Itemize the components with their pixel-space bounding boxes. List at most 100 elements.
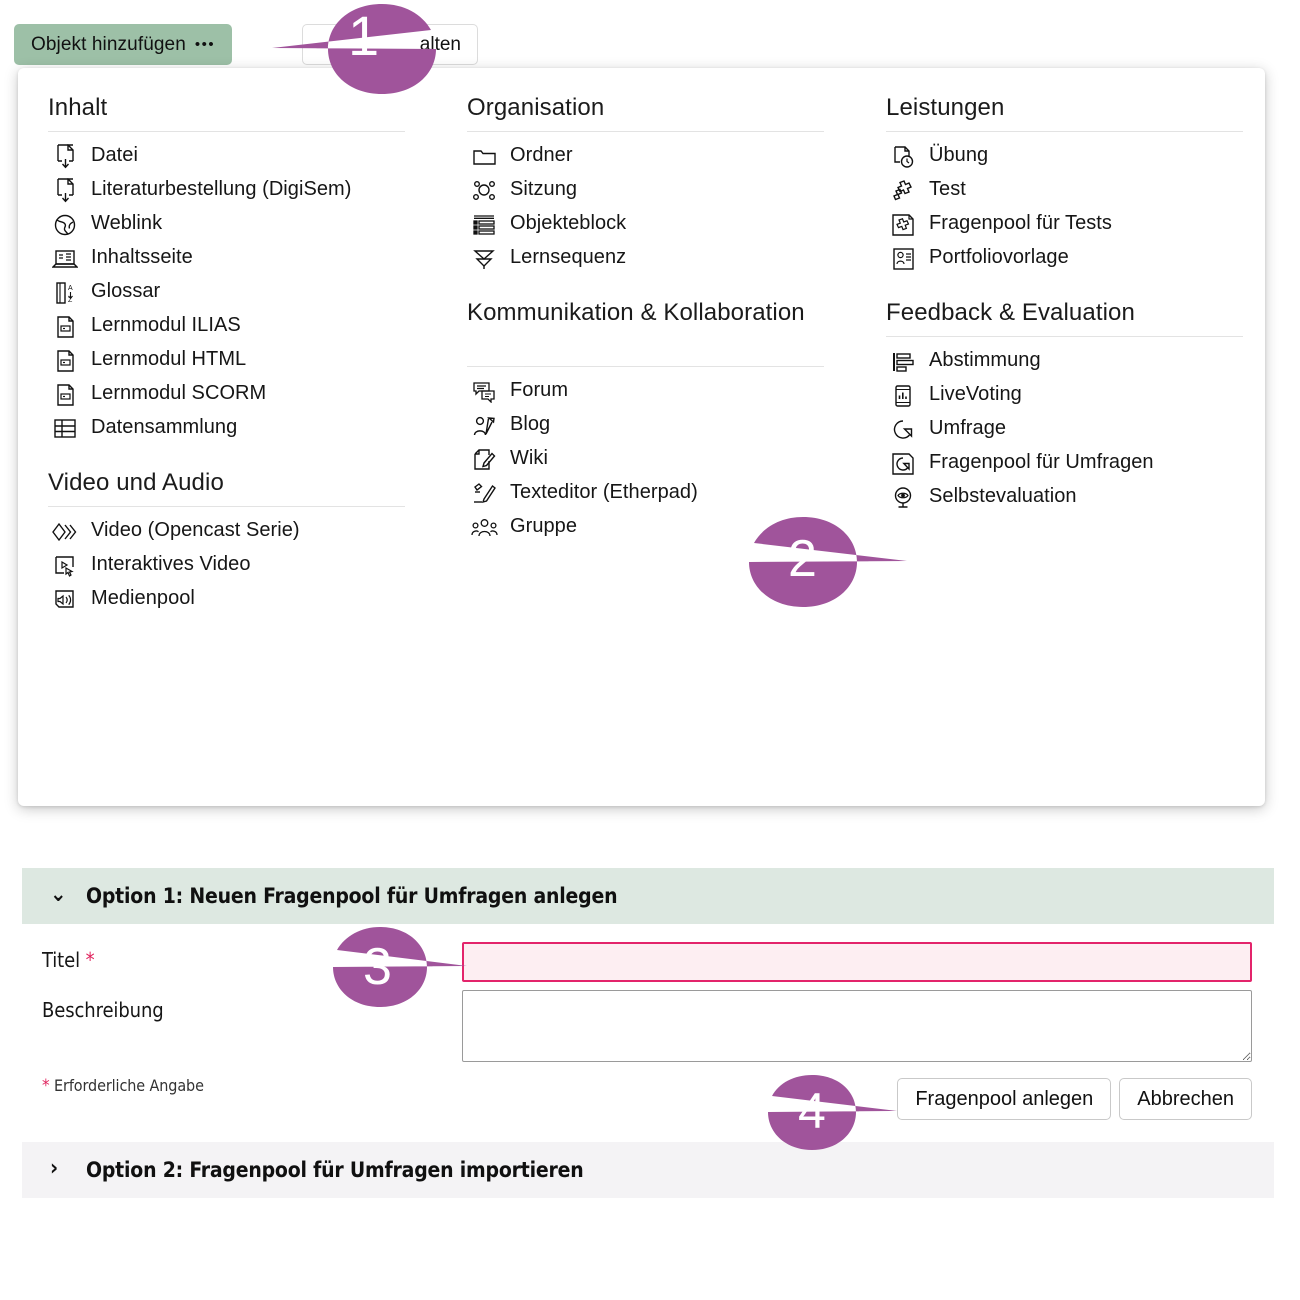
group-items-inhalt: Datei Literaturbestellun (48, 142, 405, 443)
menu-item-label: Datei (91, 143, 138, 166)
add-object-dropdown-panel: Inhalt Datei (18, 68, 1265, 806)
menu-item-label: Lernmodul SCORM (91, 381, 267, 404)
menu-item-label: Abstimmung (929, 348, 1041, 371)
puzzle-pool-icon (888, 212, 918, 238)
menu-item-label: Video (Opencast Serie) (91, 518, 300, 541)
menu-item-video-opencast-serie[interactable]: Video (Opencast Serie) (48, 517, 405, 546)
exercise-clock-icon (888, 144, 918, 170)
menu-item-ordner[interactable]: Ordner (467, 142, 824, 171)
menu-item-datei[interactable]: Datei (48, 142, 405, 171)
option2-header[interactable]: › Option 2: Fragenpool für Umfragen impo… (22, 1142, 1274, 1198)
menu-item-livevoting[interactable]: LiveVoting (886, 381, 1243, 410)
menu-item-lernmodul-html[interactable]: Lernmodul HTML (48, 346, 405, 375)
menu-item-test[interactable]: Test (886, 176, 1243, 205)
group-title-leistungen: Leistungen (886, 94, 1243, 132)
callout-marker-3: 3 (330, 925, 470, 1010)
group-leistungen: Leistungen Übung (886, 94, 1243, 273)
group-items-organisation: Ordner Sitzung (467, 142, 824, 273)
menu-item-label: Datensammlung (91, 415, 238, 438)
menu-item-interaktives-video[interactable]: Interaktives Video (48, 551, 405, 580)
form-button-row: Fragenpool anlegen Abbrechen (897, 1078, 1252, 1120)
menu-item-fragenpool-fuer-tests[interactable]: Fragenpool für Tests (886, 210, 1243, 239)
group-title-kommunikation-kollaboration: Kommunikation & Kollaboration (467, 299, 824, 367)
media-speaker-icon (50, 587, 80, 613)
add-object-button[interactable]: Objekt hinzufügen ••• (14, 24, 233, 65)
option1-header-label: Option 1: Neuen Fragenpool für Umfragen … (86, 884, 618, 908)
ellipsis-icon: ••• (194, 36, 216, 53)
file-download-icon (50, 178, 80, 204)
dropdown-column-leistungen: Leistungen Übung (886, 94, 1243, 619)
menu-item-texteditor-etherpad[interactable]: Texteditor (Etherpad) (467, 479, 824, 508)
menu-item-label: Interaktives Video (91, 552, 251, 575)
group-organisation: Organisation Ordner (467, 94, 824, 273)
menu-item-blog[interactable]: Blog (467, 411, 824, 440)
menu-item-glossar[interactable]: A Z Glossar (48, 278, 405, 307)
menu-item-wiki[interactable]: Wiki (467, 445, 824, 474)
title-input[interactable] (462, 942, 1252, 982)
menu-item-label: Übung (929, 143, 989, 166)
menu-item-label: Fragenpool für Umfragen (929, 450, 1154, 473)
menu-item-umfrage[interactable]: Umfrage (886, 415, 1243, 444)
survey-pool-icon (888, 451, 918, 477)
wiki-icon (469, 447, 499, 473)
menu-item-label: Ordner (510, 143, 573, 166)
group-title-feedback-evaluation: Feedback & Evaluation (886, 299, 1243, 337)
menu-item-gruppe[interactable]: Gruppe (467, 513, 824, 542)
etherpad-icon (469, 481, 499, 507)
cancel-label: Abbrechen (1137, 1087, 1234, 1110)
required-note-marker: * (42, 1076, 50, 1096)
dropdown-column-organisation: Organisation Ordner (467, 94, 824, 619)
menu-item-lernmodul-ilias[interactable]: Lernmodul ILIAS (48, 312, 405, 341)
menu-item-selbstevaluation[interactable]: Selbstevaluation (886, 483, 1243, 512)
menu-item-label: Test (929, 177, 966, 200)
menu-item-uebung[interactable]: Übung (886, 142, 1243, 171)
group-kommunikation-kollaboration: Kommunikation & Kollaboration Forum (467, 299, 824, 542)
self-evaluation-eye-icon (888, 485, 918, 511)
callout-marker-1: 1 (270, 2, 440, 97)
menu-item-literaturbestellung[interactable]: Literaturbestellung (DigiSem) (48, 176, 405, 205)
menu-item-medienpool[interactable]: Medienpool (48, 585, 405, 614)
group-title-inhalt: Inhalt (48, 94, 405, 132)
menu-item-label: Lernmodul ILIAS (91, 313, 241, 336)
forum-icon (469, 379, 499, 405)
content-page-icon (50, 246, 80, 272)
group-title-organisation: Organisation (467, 94, 824, 132)
menu-item-lernsequenz[interactable]: Lernsequenz (467, 244, 824, 273)
menu-item-datensammlung[interactable]: Datensammlung (48, 414, 405, 443)
menu-item-label: Texteditor (Etherpad) (510, 480, 698, 503)
description-label: Beschreibung (42, 998, 164, 1022)
callout-marker-4-number: 4 (798, 1083, 826, 1139)
interactive-video-icon (50, 553, 80, 579)
menu-item-label: Medienpool (91, 586, 195, 609)
description-textarea[interactable] (462, 990, 1252, 1062)
globe-link-icon (50, 212, 80, 238)
option1-header[interactable]: ⌄ Option 1: Neuen Fragenpool für Umfrage… (22, 868, 1274, 924)
glossary-az-icon: A Z (50, 280, 80, 306)
menu-item-label: Lernmodul HTML (91, 347, 247, 370)
menu-item-inhaltsseite[interactable]: Inhaltsseite (48, 244, 405, 273)
menu-item-abstimmung[interactable]: Abstimmung (886, 347, 1243, 376)
callout-marker-4: 4 (765, 1073, 900, 1153)
learning-sequence-icon (469, 246, 499, 272)
dropdown-columns: Inhalt Datei (48, 94, 1243, 619)
menu-item-sitzung[interactable]: Sitzung (467, 176, 824, 205)
group-feedback-evaluation: Feedback & Evaluation Abstimmung (886, 299, 1243, 512)
cancel-button[interactable]: Abbrechen (1119, 1078, 1252, 1120)
required-note: * Erforderliche Angabe (42, 1076, 204, 1096)
group-items-feedback-evaluation: Abstimmung LiveVoting (886, 347, 1243, 512)
menu-item-label: Blog (510, 412, 551, 435)
menu-item-lernmodul-scorm[interactable]: Lernmodul SCORM (48, 380, 405, 409)
portfolio-template-icon (888, 246, 918, 272)
menu-item-forum[interactable]: Forum (467, 377, 824, 406)
svg-text:A: A (68, 285, 73, 292)
add-object-label: Objekt hinzufügen (31, 33, 186, 55)
menu-item-label: Sitzung (510, 177, 578, 200)
callout-marker-2-number: 2 (788, 530, 817, 588)
create-pool-button[interactable]: Fragenpool anlegen (897, 1078, 1112, 1120)
menu-item-weblink[interactable]: Weblink (48, 210, 405, 239)
menu-item-fragenpool-fuer-umfragen[interactable]: Fragenpool für Umfragen (886, 449, 1243, 478)
menu-item-objekteblock[interactable]: Objekteblock (467, 210, 824, 239)
menu-item-portfoliovorlage[interactable]: Portfoliovorlage (886, 244, 1243, 273)
menu-item-label: Glossar (91, 279, 161, 302)
learning-module-icon (50, 382, 80, 408)
